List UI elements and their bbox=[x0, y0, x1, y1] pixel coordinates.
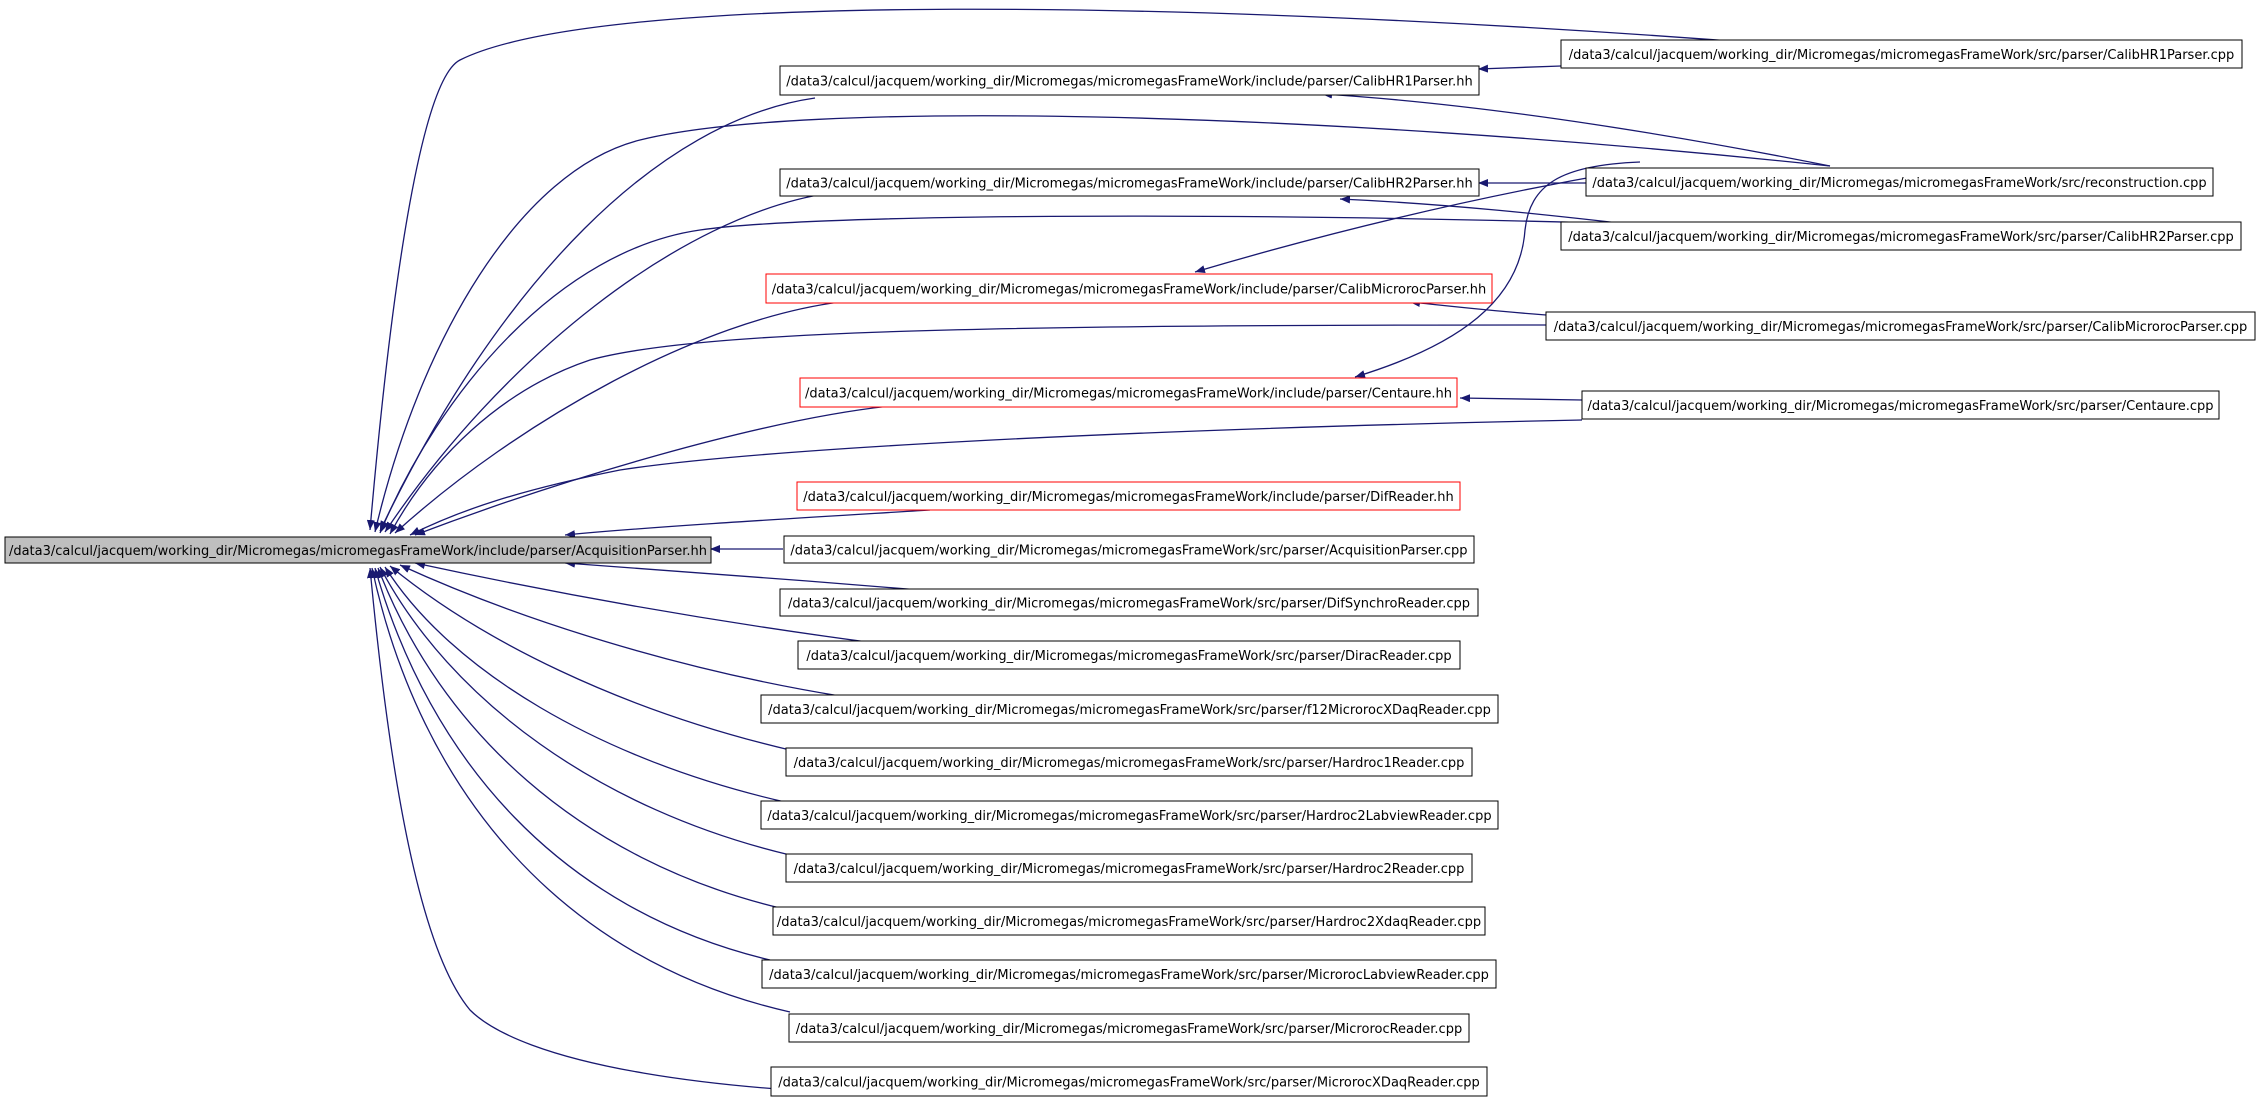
edge-calibmicroroc-hh-to-root bbox=[394, 301, 841, 534]
source-node-box bbox=[785, 853, 1473, 883]
source-node-box bbox=[772, 906, 1486, 936]
header-node-box bbox=[796, 481, 1461, 511]
edge-mr-cpp-to-root bbox=[370, 567, 791, 1013]
header-node-box bbox=[799, 377, 1458, 408]
header-node-label: /data3/calcul/jacquem/working_dir/Microm… bbox=[803, 490, 1453, 505]
source-node-box bbox=[788, 1013, 1470, 1043]
source-node-mx-cpp[interactable]: /data3/calcul/jacquem/working_dir/Microm… bbox=[770, 1066, 1488, 1097]
edge-f12-cpp-to-root bbox=[399, 564, 841, 697]
source-node-hr1-cpp[interactable]: /data3/calcul/jacquem/working_dir/Microm… bbox=[785, 747, 1473, 777]
source-node-mlab-cpp[interactable]: /data3/calcul/jacquem/working_dir/Microm… bbox=[761, 959, 1497, 989]
source-node-box bbox=[783, 535, 1475, 564]
header-node-label: /data3/calcul/jacquem/working_dir/Microm… bbox=[786, 75, 1472, 90]
right-source-node-box bbox=[1560, 221, 2242, 251]
header-node-label: /data3/calcul/jacquem/working_dir/Microm… bbox=[805, 387, 1452, 402]
edge-recon-cpp-to-root bbox=[373, 115, 1831, 533]
header-node-calibhr2-hh[interactable]: /data3/calcul/jacquem/working_dir/Microm… bbox=[779, 168, 1480, 197]
edge-recon-cpp-to-centaure-hh bbox=[1354, 161, 1641, 378]
edge-hr1-cpp-to-root bbox=[389, 565, 791, 751]
dependency-edges bbox=[366, 8, 1831, 1097]
source-node-box bbox=[779, 588, 1479, 617]
header-node-label: /data3/calcul/jacquem/working_dir/Microm… bbox=[772, 283, 1487, 298]
source-node-label: /data3/calcul/jacquem/working_dir/Microm… bbox=[768, 703, 1491, 718]
header-node-difreader-hh[interactable]: /data3/calcul/jacquem/working_dir/Microm… bbox=[796, 481, 1461, 511]
source-node-box bbox=[770, 1066, 1488, 1097]
right-source-node-label: /data3/calcul/jacquem/working_dir/Microm… bbox=[1587, 399, 2213, 414]
edge-centaure-cpp-to-hh bbox=[1459, 394, 1583, 403]
edge-difreader-hh-to-root bbox=[564, 509, 931, 539]
source-node-dirac-cpp[interactable]: /data3/calcul/jacquem/working_dir/Microm… bbox=[797, 640, 1461, 670]
edge-calibhr2-cpp-to-root bbox=[379, 215, 1701, 534]
edge-calibhr2-hh-to-root bbox=[384, 192, 831, 533]
source-node-label: /data3/calcul/jacquem/working_dir/Microm… bbox=[794, 756, 1465, 771]
source-node-label: /data3/calcul/jacquem/working_dir/Microm… bbox=[777, 915, 1481, 930]
edge-recon-cpp-to-calibmicroroc-hh bbox=[1194, 171, 1621, 273]
edge-centaure-hh-to-root bbox=[414, 405, 891, 536]
header-node-box bbox=[765, 273, 1493, 304]
source-node-box bbox=[760, 694, 1499, 724]
right-source-node-calibhr1-cpp[interactable]: /data3/calcul/jacquem/working_dir/Microm… bbox=[1560, 39, 2243, 69]
edge-mlab-cpp-to-root bbox=[373, 567, 771, 961]
source-node-acq-cpp[interactable]: /data3/calcul/jacquem/working_dir/Microm… bbox=[783, 535, 1475, 564]
root-node-label: /data3/calcul/jacquem/working_dir/Microm… bbox=[9, 544, 707, 559]
source-nodes: /data3/calcul/jacquem/working_dir/Microm… bbox=[760, 535, 1499, 1097]
edge-hr2-cpp-to-root bbox=[379, 566, 791, 856]
edge-recon-cpp-to-calibhr1-hh bbox=[1321, 90, 1831, 167]
right-source-node-box bbox=[1581, 390, 2220, 420]
edge-centaure-cpp-to-root bbox=[409, 419, 1583, 536]
edge-mx-cpp-to-root bbox=[366, 567, 1021, 1097]
source-node-hr2-cpp[interactable]: /data3/calcul/jacquem/working_dir/Microm… bbox=[785, 853, 1473, 883]
source-node-box bbox=[797, 640, 1461, 670]
edge-calibhr1-cpp-to-root bbox=[366, 8, 1771, 531]
source-node-mr-cpp[interactable]: /data3/calcul/jacquem/working_dir/Microm… bbox=[788, 1013, 1470, 1043]
header-node-calibhr1-hh[interactable]: /data3/calcul/jacquem/working_dir/Microm… bbox=[779, 65, 1480, 96]
right-source-node-box bbox=[1545, 311, 2256, 341]
source-node-box bbox=[785, 747, 1473, 777]
right-source-node-label: /data3/calcul/jacquem/working_dir/Microm… bbox=[1569, 48, 2235, 63]
source-node-box bbox=[760, 800, 1499, 830]
edge-dirac-cpp-to-root bbox=[414, 561, 876, 644]
edge-calibhr1-hh-to-root bbox=[379, 97, 816, 532]
source-node-label: /data3/calcul/jacquem/working_dir/Microm… bbox=[767, 809, 1491, 824]
right-source-node-calibmicroroc-cpp[interactable]: /data3/calcul/jacquem/working_dir/Microm… bbox=[1545, 311, 2256, 341]
edge-calibhr1-cpp-to-hh bbox=[1477, 64, 1562, 73]
right-source-node-centaure-cpp[interactable]: /data3/calcul/jacquem/working_dir/Microm… bbox=[1581, 390, 2220, 420]
right-source-node-box bbox=[1560, 39, 2243, 69]
edge-difsync-cpp-to-root bbox=[564, 559, 921, 591]
edge-calibmicroroc-cpp-to-root bbox=[389, 324, 1548, 535]
right-source-node-box bbox=[1585, 167, 2214, 197]
right-source-node-label: /data3/calcul/jacquem/working_dir/Microm… bbox=[1568, 230, 2234, 245]
right-source-node-label: /data3/calcul/jacquem/working_dir/Microm… bbox=[1554, 320, 2248, 335]
source-node-label: /data3/calcul/jacquem/working_dir/Microm… bbox=[794, 862, 1465, 877]
header-node-calibmicroroc-hh[interactable]: /data3/calcul/jacquem/working_dir/Microm… bbox=[765, 273, 1493, 304]
source-node-box bbox=[761, 959, 1497, 989]
right-source-node-label: /data3/calcul/jacquem/working_dir/Microm… bbox=[1592, 176, 2206, 191]
source-node-hr2x-cpp[interactable]: /data3/calcul/jacquem/working_dir/Microm… bbox=[772, 906, 1486, 936]
header-node-label: /data3/calcul/jacquem/working_dir/Microm… bbox=[786, 177, 1472, 192]
edge-hr2lab-cpp-to-root bbox=[384, 566, 786, 803]
edge-calibmicroroc-cpp-to-hh bbox=[1409, 299, 1561, 317]
header-node-box bbox=[779, 65, 1480, 96]
source-node-label: /data3/calcul/jacquem/working_dir/Microm… bbox=[769, 968, 1489, 983]
right-source-node-calibhr2-cpp[interactable]: /data3/calcul/jacquem/working_dir/Microm… bbox=[1560, 221, 2242, 251]
source-node-label: /data3/calcul/jacquem/working_dir/Microm… bbox=[796, 1022, 1462, 1037]
source-node-f12-cpp[interactable]: /data3/calcul/jacquem/working_dir/Microm… bbox=[760, 694, 1499, 724]
source-node-label: /data3/calcul/jacquem/working_dir/Microm… bbox=[806, 649, 1451, 664]
source-node-label: /data3/calcul/jacquem/working_dir/Microm… bbox=[788, 597, 1470, 612]
header-nodes: /data3/calcul/jacquem/working_dir/Microm… bbox=[765, 65, 1493, 511]
right-source-node-recon-cpp[interactable]: /data3/calcul/jacquem/working_dir/Microm… bbox=[1585, 167, 2214, 197]
source-node-difsync-cpp[interactable]: /data3/calcul/jacquem/working_dir/Microm… bbox=[779, 588, 1479, 617]
source-node-label: /data3/calcul/jacquem/working_dir/Microm… bbox=[790, 544, 1467, 559]
source-node-label: /data3/calcul/jacquem/working_dir/Microm… bbox=[778, 1076, 1480, 1091]
header-node-box bbox=[779, 168, 1480, 197]
root-node-acquisition-parser-hh[interactable]: /data3/calcul/jacquem/working_dir/Microm… bbox=[4, 536, 712, 564]
right-source-nodes: /data3/calcul/jacquem/working_dir/Microm… bbox=[1545, 39, 2256, 420]
source-node-hr2lab-cpp[interactable]: /data3/calcul/jacquem/working_dir/Microm… bbox=[760, 800, 1499, 830]
header-node-centaure-hh[interactable]: /data3/calcul/jacquem/working_dir/Microm… bbox=[799, 377, 1458, 408]
edge-hr2x-cpp-to-root bbox=[377, 567, 781, 909]
